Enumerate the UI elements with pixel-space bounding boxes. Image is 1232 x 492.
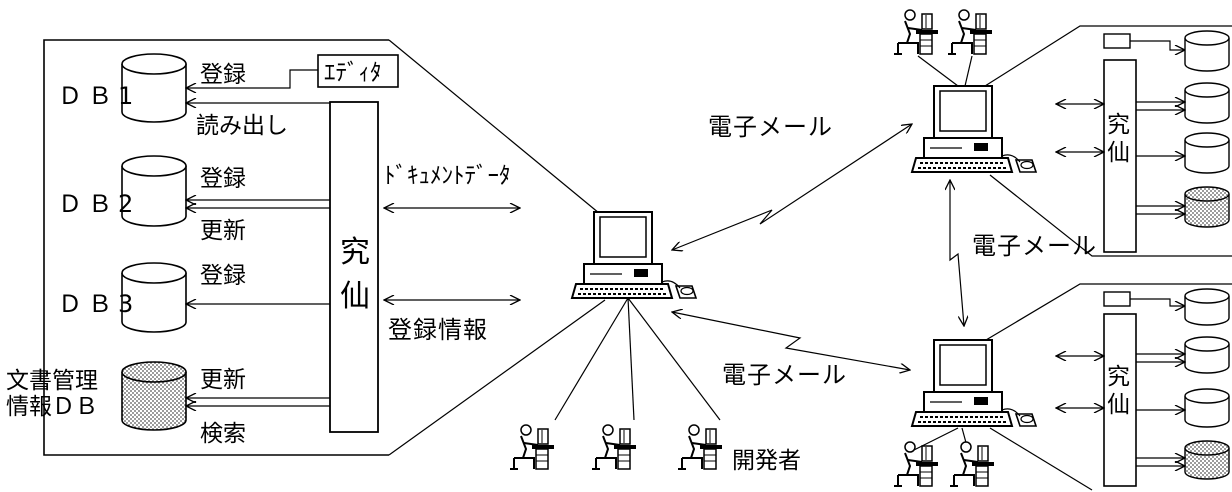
bottom-db-1 bbox=[1184, 288, 1230, 326]
editor-box-bottom-right bbox=[1103, 291, 1131, 307]
kyusen-box-left bbox=[329, 101, 379, 433]
editor-box bbox=[317, 54, 399, 88]
bottom-user-line-1 bbox=[913, 427, 959, 451]
top-panel-outline-bottom bbox=[989, 174, 1232, 257]
db3-register-label: 登録 bbox=[200, 263, 246, 289]
dev-line-2 bbox=[627, 297, 635, 421]
bottom-db-3 bbox=[1184, 388, 1230, 428]
kyusen-top-char2: 仙 bbox=[1107, 140, 1130, 166]
db2-cylinder bbox=[121, 155, 187, 227]
bottom-db-doc bbox=[1184, 440, 1230, 480]
email-label-right: 電子メール bbox=[972, 232, 1097, 260]
bottom-panel-outline-bottom bbox=[989, 427, 1093, 491]
kyusen-left-char3: 仙 bbox=[340, 279, 370, 314]
db3-cylinder bbox=[121, 262, 187, 333]
top-db-2 bbox=[1184, 82, 1230, 124]
doc-db-cylinder bbox=[121, 361, 187, 431]
db3-label: ＤＢ3 bbox=[58, 290, 139, 318]
top-user-line-1 bbox=[917, 55, 959, 87]
kyusen-bottom-char1: 究 bbox=[1107, 364, 1130, 390]
kyusen-box-bottom-right bbox=[1103, 313, 1137, 487]
top-editor-arrow bbox=[1130, 40, 1185, 50]
left-panel-connector-bottom bbox=[388, 299, 606, 456]
email-link-bottom bbox=[672, 312, 910, 370]
db1-label: ＤＢ1 bbox=[58, 82, 139, 110]
developer-icon-1 bbox=[509, 424, 555, 470]
top-db-1 bbox=[1184, 30, 1230, 72]
kyusen-bottom-char2: 仙 bbox=[1107, 392, 1130, 418]
db1-read-label: 読み出し bbox=[196, 113, 288, 139]
db2-register-label: 登録 bbox=[200, 166, 246, 192]
editor-to-db1-arrow bbox=[186, 69, 318, 88]
db2-update-label: 更新 bbox=[200, 218, 246, 244]
editor-label: ｴﾃﾞｨﾀ bbox=[324, 60, 382, 86]
bottom-editor-arrow bbox=[1130, 298, 1185, 306]
doc-db-label-line1: 文書管理 bbox=[6, 368, 98, 394]
email-link-top bbox=[672, 124, 912, 250]
db2-label: ＤＢ2 bbox=[58, 190, 139, 218]
top-user-line-2 bbox=[964, 55, 973, 87]
doc-db-update-label: 更新 bbox=[200, 367, 246, 393]
top-db-3 bbox=[1184, 132, 1230, 174]
bottom-panel-outline-top bbox=[985, 283, 1232, 341]
center-computer-icon bbox=[571, 211, 697, 299]
bottom-db-2 bbox=[1184, 336, 1230, 374]
top-db-doc bbox=[1184, 186, 1230, 228]
db1-cylinder bbox=[121, 53, 187, 123]
top-panel-outline-top bbox=[984, 25, 1232, 87]
developer-icon-3 bbox=[677, 424, 723, 470]
developer-icon-2 bbox=[591, 424, 637, 470]
email-label-top: 電子メール bbox=[708, 113, 833, 141]
top-user-icon-2 bbox=[947, 9, 993, 55]
bottom-user-icon-2 bbox=[949, 441, 995, 487]
left-panel-outline bbox=[43, 39, 389, 456]
bottom-right-computer-icon bbox=[911, 339, 1037, 427]
email-link-right bbox=[950, 180, 964, 326]
left-panel-connector-top bbox=[388, 39, 606, 219]
top-right-computer-icon bbox=[911, 85, 1037, 173]
document-data-label: ﾄﾞｷｭﾒﾝﾄﾃﾞｰﾀ bbox=[384, 163, 511, 189]
editor-box-top-right bbox=[1103, 33, 1131, 49]
doc-db-label-line2: 情報ＤＢ bbox=[6, 394, 98, 420]
doc-db-search-label: 検索 bbox=[200, 421, 246, 447]
developers-label: 開発者 bbox=[732, 448, 801, 474]
registration-info-label: 登録情報 bbox=[388, 316, 488, 344]
dev-line-3 bbox=[627, 297, 721, 421]
db1-register-label: 登録 bbox=[200, 62, 246, 88]
kyusen-left-char1: 究 bbox=[340, 235, 370, 270]
kyusen-top-char1: 究 bbox=[1107, 112, 1130, 138]
dev-line-1 bbox=[554, 297, 629, 421]
email-label-bottom: 電子メール bbox=[722, 361, 847, 389]
top-user-icon-1 bbox=[893, 9, 939, 55]
